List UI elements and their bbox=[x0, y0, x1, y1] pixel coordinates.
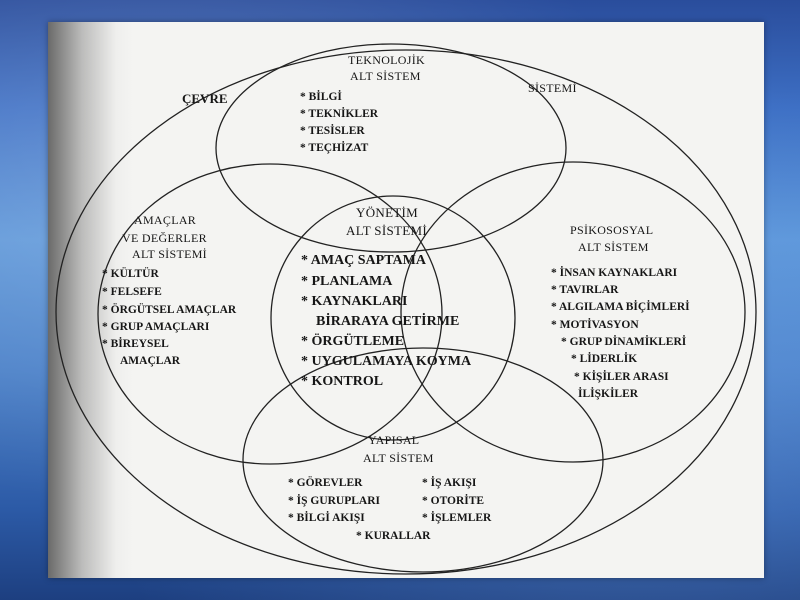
management-title-2: ALT SİSTEMİ bbox=[346, 223, 427, 238]
diagram-outlines bbox=[55, 43, 757, 575]
goals-values-circle bbox=[97, 163, 443, 465]
structural-item: * İŞLEMLER bbox=[422, 512, 492, 524]
psychosocial-item: * GRUP DİNAMİKLERİ bbox=[561, 336, 687, 348]
technological-title-1: TEKNOLOJİK bbox=[348, 53, 425, 67]
psychosocial-item: * KİŞİLER ARASI bbox=[574, 371, 669, 383]
psychosocial-item: İLİŞKİLER bbox=[578, 388, 639, 400]
psychosocial-item: * ALGILAMA BİÇİMLERİ bbox=[551, 301, 690, 313]
management-item: * KAYNAKLARI bbox=[301, 294, 408, 309]
structural-title-1: YAPISAL bbox=[368, 433, 420, 447]
goals-title-1: AMAÇLAR bbox=[134, 213, 197, 227]
goals-title-3: ALT SİSTEMİ bbox=[132, 247, 207, 261]
goals-item: * ÖRGÜTSEL AMAÇLAR bbox=[102, 304, 237, 316]
structural-item: * GÖREVLER bbox=[288, 477, 363, 489]
technological-item: * BİLGİ bbox=[300, 91, 342, 103]
psychosocial-item: * İNSAN KAYNAKLARI bbox=[551, 267, 678, 279]
structural-item: * KURALLAR bbox=[356, 530, 431, 542]
technological-item: * TESİSLER bbox=[300, 125, 365, 137]
goals-title-2: VE DEĞERLER bbox=[122, 231, 207, 245]
structural-item: * BİLGİ AKIŞI bbox=[288, 512, 365, 524]
management-item: * KONTROL bbox=[301, 374, 384, 389]
goals-item: * FELSEFE bbox=[102, 286, 162, 298]
goals-item: * GRUP AMAÇLARI bbox=[102, 321, 210, 333]
goals-item: * BİREYSEL bbox=[102, 338, 169, 350]
structural-title-2: ALT SİSTEM bbox=[363, 451, 434, 465]
structural-item: * OTORİTE bbox=[422, 495, 485, 507]
psychosocial-item: * TAVIRLAR bbox=[551, 284, 619, 296]
management-item: * ÖRGÜTLEME bbox=[301, 334, 405, 349]
psychosocial-item: * MOTİVASYON bbox=[551, 319, 639, 331]
management-item: * PLANLAMA bbox=[301, 274, 393, 289]
outer-environment-ellipse bbox=[55, 49, 757, 575]
structural-item: * İŞ AKIŞI bbox=[422, 477, 477, 489]
psychosocial-item: * LİDERLİK bbox=[571, 353, 638, 365]
technological-item: * TEKNİKLER bbox=[300, 108, 379, 120]
management-title-1: YÖNETİM bbox=[356, 205, 419, 220]
technological-item: * TEÇHİZAT bbox=[300, 142, 369, 154]
system-label: SİSTEMİ bbox=[528, 81, 577, 95]
management-item: BİRARAYA GETİRME bbox=[316, 314, 460, 329]
psychosocial-title-1: PSİKOSOSYAL bbox=[570, 223, 654, 237]
goals-item: * KÜLTÜR bbox=[102, 268, 159, 280]
scanned-diagram: ÇEVRE SİSTEMİ TEKNOLOJİK ALT SİSTEM * Bİ… bbox=[48, 22, 764, 578]
psychosocial-circle bbox=[400, 161, 746, 463]
goals-item: AMAÇLAR bbox=[120, 355, 181, 367]
technological-title-2: ALT SİSTEM bbox=[350, 69, 421, 83]
technological-circle bbox=[215, 43, 567, 253]
scan-shadow-edge bbox=[48, 22, 133, 578]
structural-item: * İŞ GURUPLARI bbox=[288, 495, 381, 507]
management-item: * AMAÇ SAPTAMA bbox=[301, 253, 426, 268]
environment-label: ÇEVRE bbox=[182, 91, 228, 106]
psychosocial-title-2: ALT SİSTEM bbox=[578, 240, 649, 254]
structural-circle bbox=[242, 347, 604, 573]
management-circle bbox=[270, 195, 516, 441]
management-item: * UYGULAMAYA KOYMA bbox=[301, 354, 472, 369]
